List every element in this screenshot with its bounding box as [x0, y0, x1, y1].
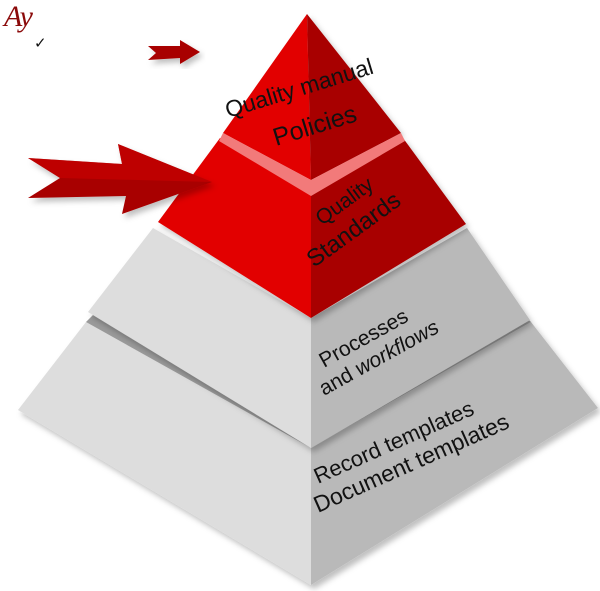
- tier-3-right-face: [311, 228, 530, 448]
- tier-1-left-face: [223, 14, 311, 180]
- tier-4-right-face: [311, 322, 598, 585]
- logo-text: Ay: [4, 0, 33, 33]
- tier-processes: [88, 228, 530, 448]
- tier-3-left-face: [88, 228, 311, 448]
- tier-record-templates: [18, 322, 598, 585]
- arrow-right-icon: [148, 40, 200, 64]
- tier-4-left-face: [18, 322, 311, 585]
- tier-1-right-face: [307, 14, 401, 180]
- tier-quality-manual: [223, 14, 401, 180]
- arrow-right-icon: [28, 144, 212, 214]
- tier-2-right-face: [311, 138, 466, 318]
- check-icon: ✓: [34, 34, 47, 52]
- tier-1-seam: [219, 133, 405, 196]
